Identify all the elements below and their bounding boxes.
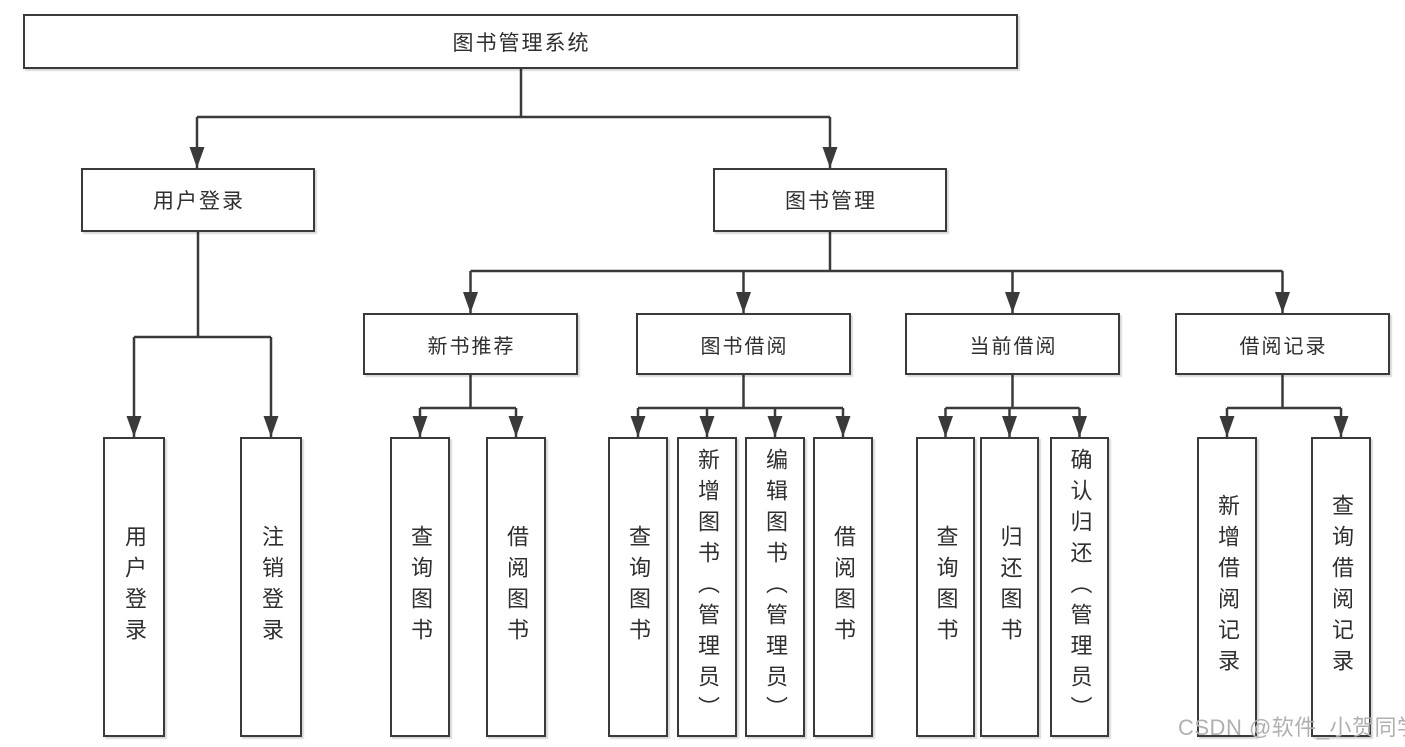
leaf-query-books-recommend: 查询图书 [390, 437, 450, 737]
node-new-book-recommend: 新书推荐 [363, 313, 578, 375]
node-root-system: 图书管理系统 [23, 14, 1018, 69]
leaf-query-books-current: 查询图书 [916, 437, 975, 737]
node-book-borrow-label: 图书借阅 [700, 335, 789, 358]
node-current-borrow-label: 当前借阅 [969, 335, 1058, 358]
leaf-borrow-books: 借阅图书 [813, 437, 873, 737]
leaf-edit-books-admin: 编辑图书（管理员） [745, 437, 805, 737]
leaf-logout-login: 注销登录 [240, 437, 302, 737]
node-user-login-label: 用户登录 [153, 190, 245, 213]
watermark: CSDN @软件_小贺同学 [1178, 715, 1405, 740]
node-borrow-records: 借阅记录 [1175, 313, 1390, 375]
node-new-book-recommend-label: 新书推荐 [427, 335, 516, 358]
leaf-return-books: 归还图书 [980, 437, 1039, 737]
node-borrow-records-label: 借阅记录 [1239, 335, 1328, 358]
leaf-confirm-return-admin: 确认归还（管理员） [1050, 437, 1109, 737]
node-book-management: 图书管理 [713, 168, 947, 232]
leaf-user-login: 用户登录 [103, 437, 165, 737]
node-root-label: 图书管理系统 [452, 31, 591, 55]
node-current-borrow: 当前借阅 [905, 313, 1120, 375]
leaf-add-borrow-record: 新增借阅记录 [1197, 437, 1257, 737]
leaf-add-books-admin: 新增图书（管理员） [677, 437, 737, 737]
leaf-query-borrow-record: 查询借阅记录 [1311, 437, 1371, 737]
leaf-borrow-books-recommend: 借阅图书 [486, 437, 546, 737]
leaf-query-books-borrow: 查询图书 [608, 437, 668, 737]
node-user-login: 用户登录 [81, 168, 315, 232]
node-book-management-label: 图书管理 [785, 190, 877, 213]
node-book-borrow: 图书借阅 [636, 313, 851, 375]
